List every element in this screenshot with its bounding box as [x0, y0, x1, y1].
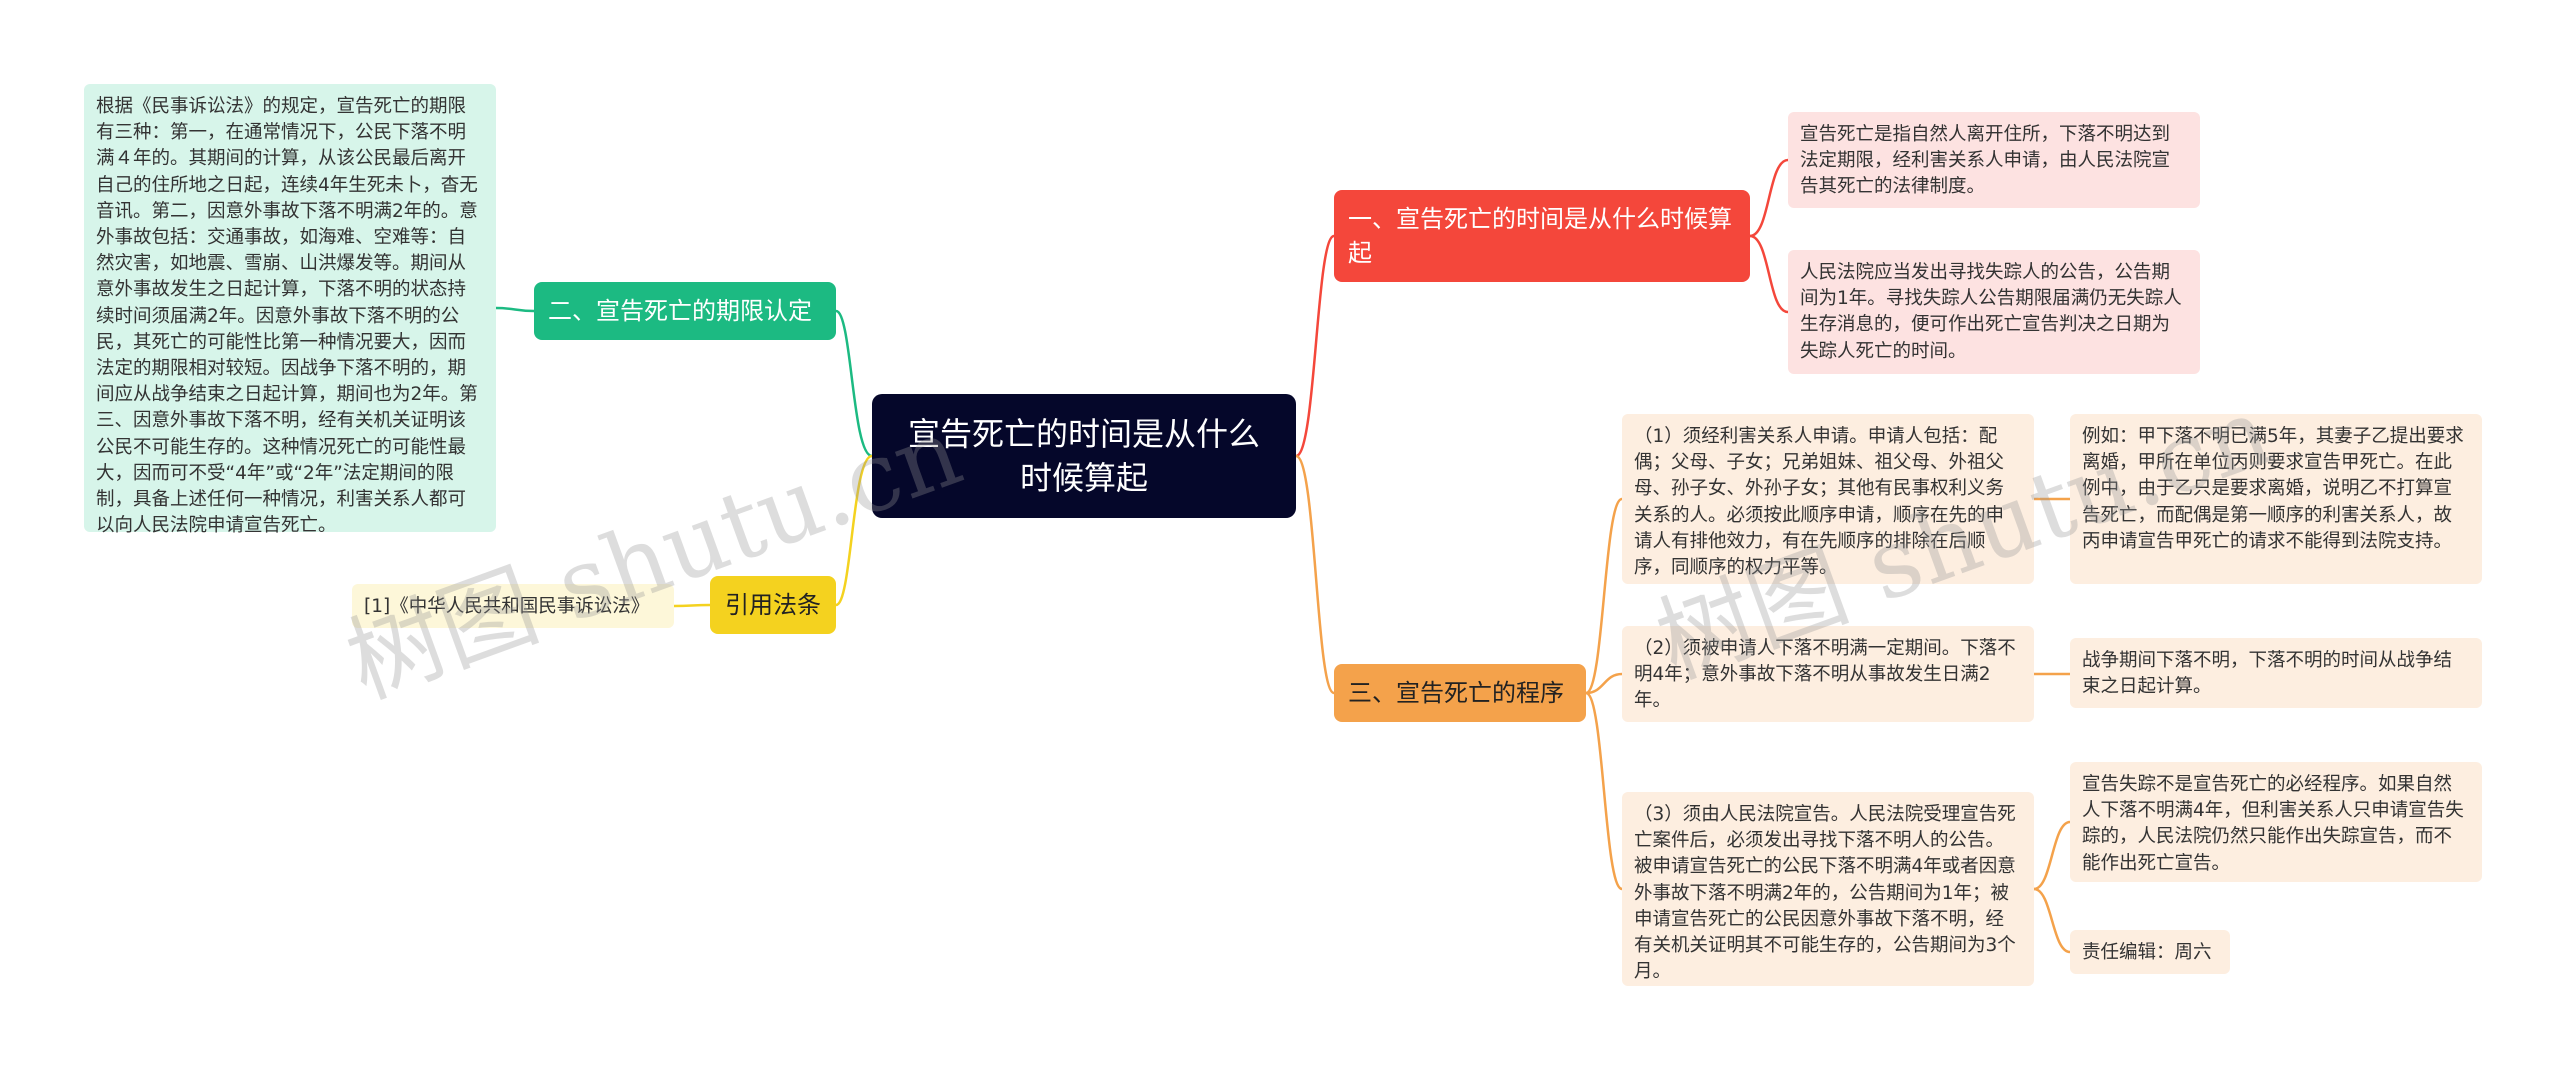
leaf-period-details[interactable]: 根据《民事诉讼法》的规定，宣告死亡的期限有三种：第一，在通常情况下，公民下落不明…: [84, 84, 496, 536]
branch-procedure[interactable]: 三、宣告死亡的程序: [1334, 664, 1586, 722]
branch-cited-law[interactable]: 引用法条: [710, 576, 836, 634]
connector-root-ref: [835, 454, 873, 607]
branch-period-determination[interactable]: 二、宣告死亡的期限认定: [534, 282, 836, 340]
connector-b1-leaf2: [1749, 234, 1789, 314]
connector-root-b1: [1295, 234, 1335, 458]
leaf-law-reference[interactable]: [1]《中华人民共和国民事诉讼法》: [352, 584, 674, 628]
connector-b3-item3: [1585, 691, 1623, 891]
leaf-editor-credit[interactable]: 责任编辑：周六: [2070, 930, 2230, 974]
connector-b1-leaf1: [1749, 158, 1789, 238]
connector-root-b2: [835, 309, 873, 458]
leaf-procedure-step-2[interactable]: （2）须被申请人下落不明满一定期间。下落不明4年；意外事故下落不明从事故发生日满…: [1622, 626, 2034, 722]
leaf-step-1-example[interactable]: 例如：甲下落不明已满5年，其妻子乙提出要求离婚，甲所在单位丙则要求宣告甲死亡。在…: [2070, 414, 2482, 584]
leaf-procedure-step-1[interactable]: （1）须经利害关系人申请。申请人包括：配偶；父母、子女；兄弟姐妹、祖父母、外祖父…: [1622, 414, 2034, 584]
root-topic[interactable]: 宣告死亡的时间是从什么时候算起: [872, 394, 1296, 518]
connector-b2-leaf: [495, 306, 535, 313]
leaf-procedure-step-3[interactable]: （3）须由人民法院宣告。人民法院受理宣告死亡案件后，必须发出寻找下落不明人的公告…: [1622, 792, 2034, 986]
leaf-announcement-period[interactable]: 人民法院应当发出寻找失踪人的公告，公告期间为1年。寻找失踪人公告期限届满仍无失踪…: [1788, 250, 2200, 374]
connector-item3-sub2: [2033, 887, 2071, 954]
connector-item3-sub1: [2033, 820, 2071, 891]
leaf-definition[interactable]: 宣告死亡是指自然人离开住所，下落不明达到法定期限，经利害关系人申请，由人民法院宣…: [1788, 112, 2200, 208]
connector-root-b3: [1295, 454, 1336, 695]
connector-b3-item1: [1585, 497, 1623, 695]
leaf-step-3-note[interactable]: 宣告失踪不是宣告死亡的必经程序。如果自然人下落不明满4年，但利害关系人只申请宣告…: [2070, 762, 2482, 882]
leaf-step-2-note[interactable]: 战争期间下落不明，下落不明的时间从战争结束之日起计算。: [2070, 638, 2482, 708]
connector-ref-leaf: [673, 603, 711, 608]
branch-time-calculation[interactable]: 一、宣告死亡的时间是从什么时候算起: [1334, 190, 1750, 282]
connector-b3-item2: [1585, 672, 1623, 695]
